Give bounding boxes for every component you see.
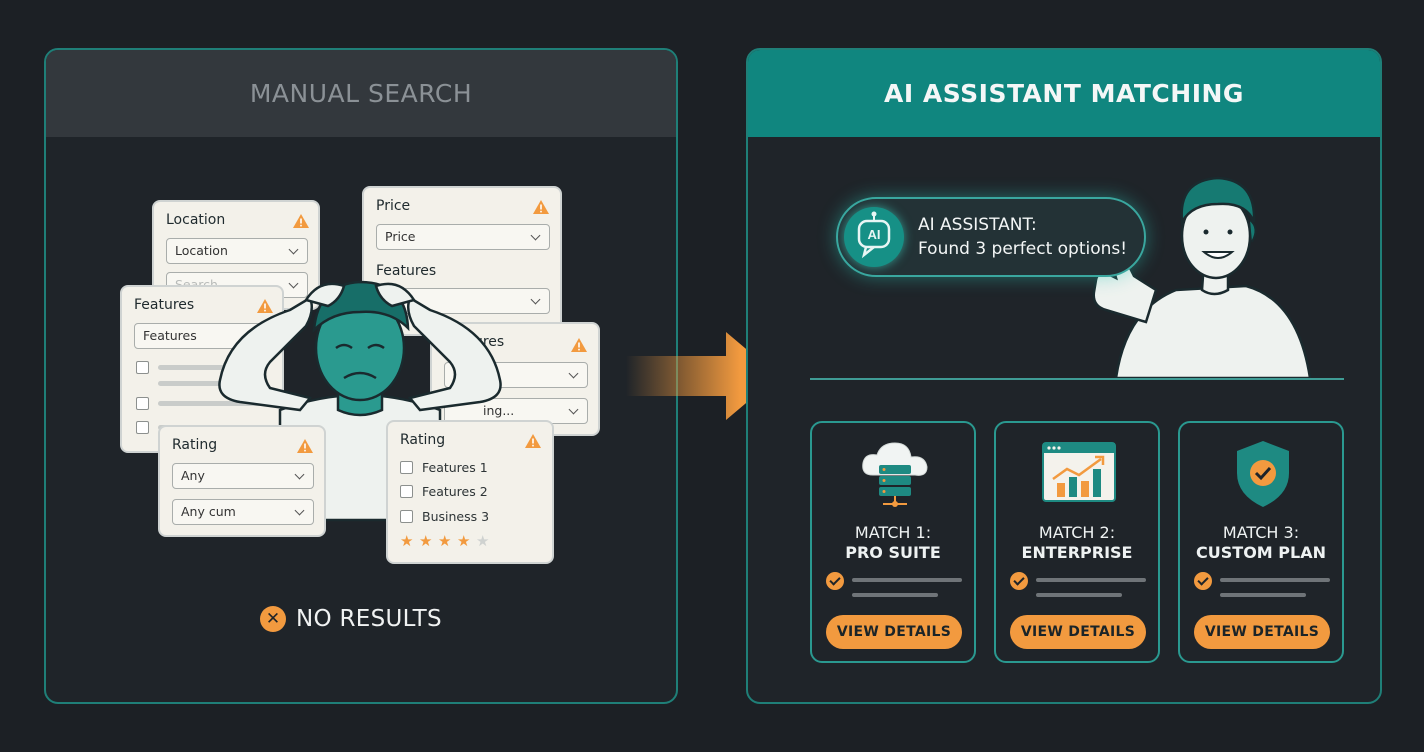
placeholder-line xyxy=(1220,593,1306,597)
ai-chat-icon: AI xyxy=(844,207,904,267)
assistant-message: Found 3 perfect options! xyxy=(918,239,1128,259)
feature-checkbox[interactable] xyxy=(136,361,149,374)
rating-left-card: Rating Any Any cum xyxy=(158,425,326,537)
no-results-text: NO RESULTS xyxy=(296,606,442,632)
option-label: Features 1 xyxy=(422,460,488,475)
shield-check-icon xyxy=(1237,441,1289,507)
check-icon xyxy=(1010,572,1028,590)
features-right-card: Features ing... xyxy=(430,322,600,436)
ai-icon-label: AI xyxy=(868,227,881,242)
option-checkbox[interactable] xyxy=(400,485,413,498)
error-x-icon: ✕ xyxy=(260,606,286,632)
placeholder-line xyxy=(1036,578,1146,582)
star-icon[interactable]: ★ xyxy=(400,532,414,550)
star-icon[interactable]: ★ xyxy=(419,532,433,550)
match-1-number: MATCH 1: xyxy=(854,523,932,542)
match-1-name: PRO SUITE xyxy=(845,543,941,562)
happy-person-illustration xyxy=(1092,176,1312,380)
warning-icon xyxy=(525,434,541,448)
check-icon xyxy=(1194,572,1212,590)
warning-icon xyxy=(293,214,309,228)
option-label: Business 3 xyxy=(422,509,490,524)
price-features-title: Features xyxy=(376,263,437,279)
view-details-button-2[interactable]: VIEW DETAILS xyxy=(1010,615,1146,649)
star-icon[interactable]: ★ xyxy=(476,532,490,550)
rating-right-card: Rating Features 1 Features 2 Business 3 … xyxy=(386,420,554,564)
placeholder-line xyxy=(158,401,268,406)
option-label: Features 2 xyxy=(422,484,488,499)
rating-right-title: Rating xyxy=(400,432,446,448)
growth-chart-icon xyxy=(1042,442,1116,502)
match-card-1: MATCH 1: PRO SUITE VIEW DETAILS xyxy=(810,421,976,663)
price-filter-card: Price Price Features xyxy=(362,186,562,336)
rating-cum-select[interactable]: Any cum xyxy=(172,499,314,525)
ai-assistant-bubble: AI AI ASSISTANT: Found 3 perfect options… xyxy=(836,197,1146,277)
star-icon[interactable]: ★ xyxy=(457,532,471,550)
placeholder-line xyxy=(852,593,938,597)
view-details-button-3[interactable]: VIEW DETAILS xyxy=(1194,615,1330,649)
match-3-number: MATCH 3: xyxy=(1222,523,1300,542)
match-card-3: MATCH 3: CUSTOM PLAN VIEW DETAILS xyxy=(1178,421,1344,663)
option-checkbox[interactable] xyxy=(400,510,413,523)
match-card-2: MATCH 2: ENTERPRISE VIEW DETAILS xyxy=(994,421,1160,663)
warning-icon xyxy=(571,338,587,352)
match-2-name: ENTERPRISE xyxy=(1021,543,1133,562)
feature-checkbox[interactable] xyxy=(136,421,149,434)
location-card-title: Location xyxy=(166,212,226,228)
option-checkbox[interactable] xyxy=(400,461,413,474)
assistant-title: AI ASSISTANT: xyxy=(918,215,1037,235)
transition-arrow-icon xyxy=(626,332,778,420)
placeholder-line xyxy=(1220,578,1330,582)
section-divider xyxy=(810,378,1344,380)
warning-icon xyxy=(533,200,549,214)
rating-select[interactable]: Any xyxy=(172,463,314,489)
manual-search-title: MANUAL SEARCH xyxy=(46,50,676,137)
placeholder-line xyxy=(158,365,268,370)
view-details-button-1[interactable]: VIEW DETAILS xyxy=(826,615,962,649)
star-rating[interactable]: ★ ★ ★ ★ ★ xyxy=(400,532,500,552)
ai-matching-title: AI ASSISTANT MATCHING xyxy=(748,50,1380,137)
location-select[interactable]: Location xyxy=(166,238,308,264)
placeholder-line xyxy=(158,381,238,386)
rating-left-title: Rating xyxy=(172,437,218,453)
no-results-status: ✕ NO RESULTS xyxy=(260,606,442,632)
placeholder-line xyxy=(852,578,962,582)
price-select[interactable]: Price xyxy=(376,224,550,250)
check-icon xyxy=(826,572,844,590)
feature-checkbox[interactable] xyxy=(136,397,149,410)
warning-icon xyxy=(257,299,273,313)
features-left-title: Features xyxy=(134,297,195,313)
placeholder-line xyxy=(1036,593,1122,597)
price-card-title: Price xyxy=(376,198,411,214)
match-2-number: MATCH 2: xyxy=(1038,523,1116,542)
star-icon[interactable]: ★ xyxy=(438,532,452,550)
match-3-name: CUSTOM PLAN xyxy=(1196,543,1326,562)
warning-icon xyxy=(297,439,313,453)
cloud-server-icon xyxy=(862,442,928,507)
